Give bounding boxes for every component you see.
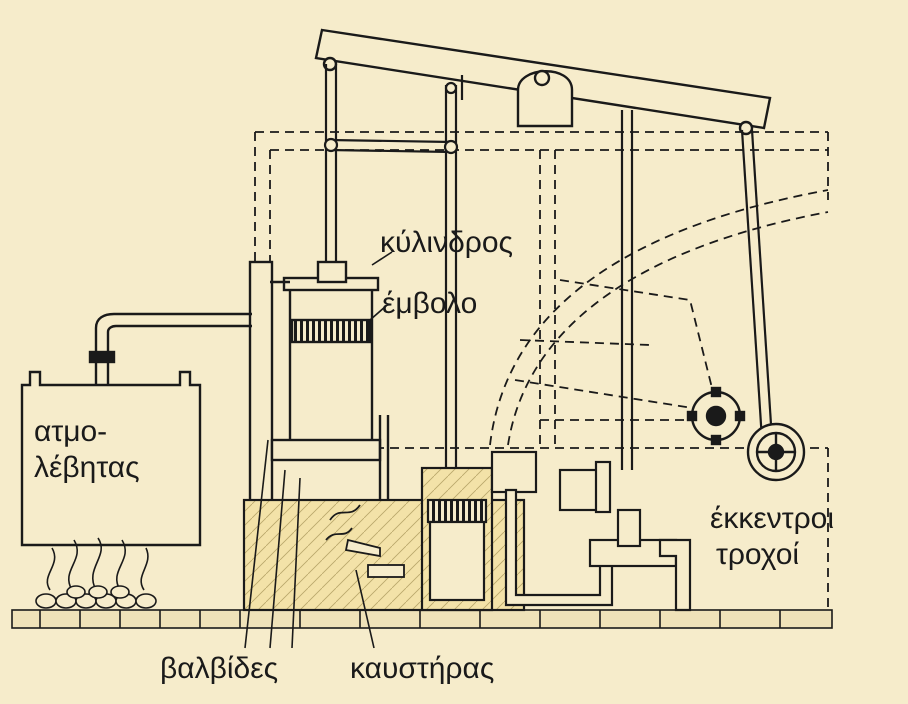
label-boiler-line1: ατμο- [34, 415, 108, 448]
rocking-beam [314, 28, 772, 136]
building-outline-dashed [254, 131, 829, 610]
label-burner: καυστήρας [350, 652, 495, 685]
eccentric-wheels [686, 386, 806, 482]
label-valves: βαλβίδες [160, 652, 279, 685]
piston-rods [323, 64, 774, 470]
boiler [20, 312, 252, 547]
air-pump [588, 508, 692, 612]
label-boiler-line2: λέβητας [34, 451, 140, 484]
brick-floor [11, 609, 833, 629]
fire [35, 537, 157, 609]
main-cylinder [248, 260, 390, 602]
label-cylinder: κύλινδρος [380, 226, 513, 259]
water-tank [242, 450, 614, 612]
label-piston: έμβολο [382, 287, 478, 320]
leader-lines [244, 251, 393, 649]
label-eccentrics-line1: έκκεντροι [710, 502, 835, 535]
burner-nozzle [325, 504, 405, 578]
label-eccentrics-line2: τροχοί [716, 538, 800, 571]
